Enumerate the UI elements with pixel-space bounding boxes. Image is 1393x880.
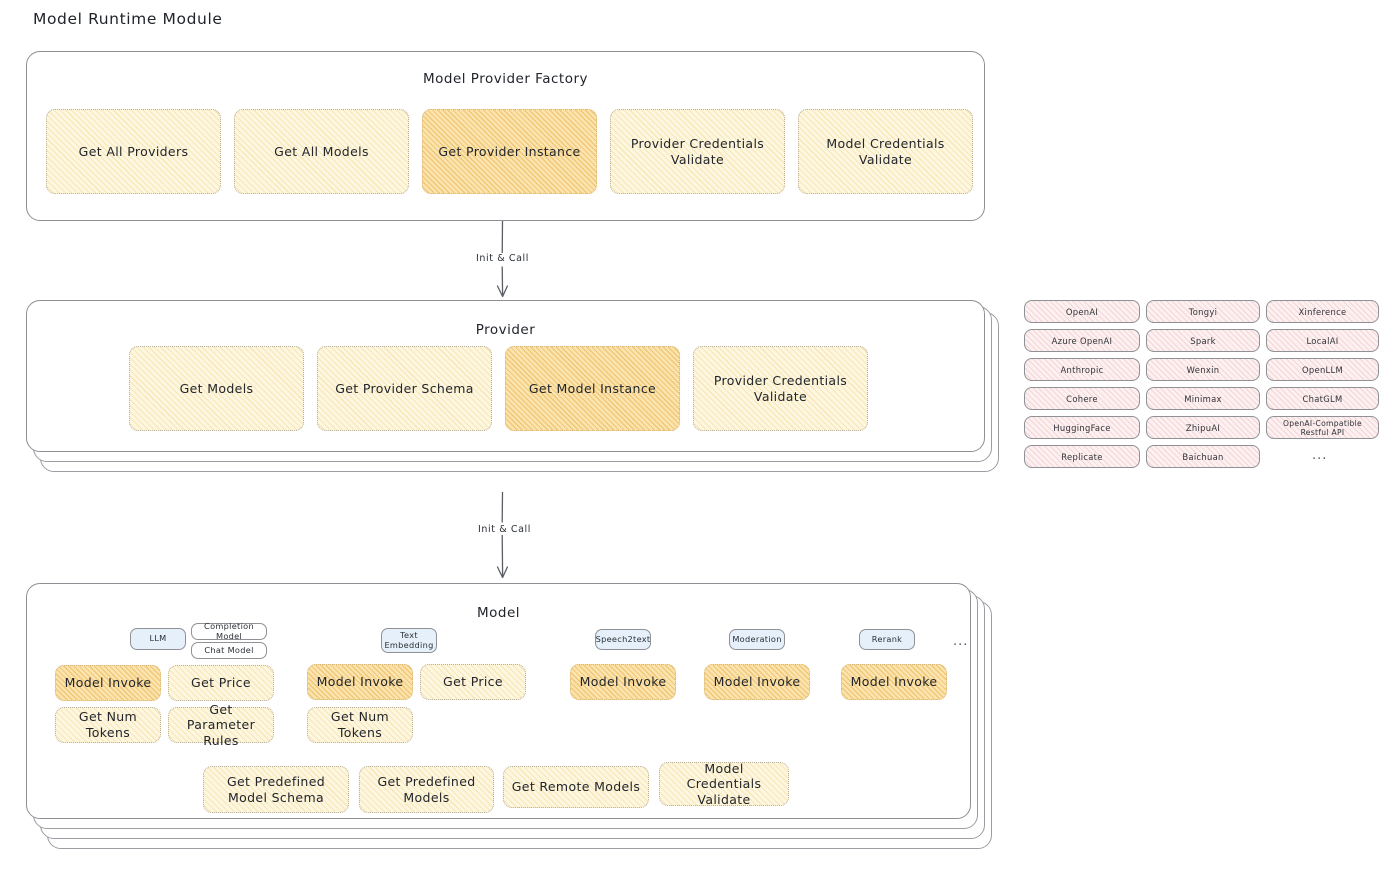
node-llm-model-invoke[interactable]: Model Invoke — [55, 665, 161, 701]
node-text-embedding-get-num-tokens[interactable]: Get Num Tokens — [307, 707, 413, 743]
provider-list: OpenAI Azure OpenAI Anthropic Cohere Hug… — [1024, 300, 1379, 475]
provider-chip-huggingface[interactable]: HuggingFace — [1024, 416, 1140, 439]
provider-chip-azure-openai[interactable]: Azure OpenAI — [1024, 329, 1140, 352]
provider-title: Provider — [475, 322, 536, 338]
provider-chip-localai[interactable]: LocalAI — [1266, 329, 1379, 352]
node-provider-credentials-validate-2[interactable]: Provider Credentials Validate — [693, 346, 868, 431]
provider-chip-spark[interactable]: Spark — [1146, 329, 1260, 352]
provider-chip-wenxin[interactable]: Wenxin — [1146, 358, 1260, 381]
provider-chip-openai[interactable]: OpenAI — [1024, 300, 1140, 323]
provider-chip-replicate[interactable]: Replicate — [1024, 445, 1140, 468]
provider-chip-chatglm[interactable]: ChatGLM — [1266, 387, 1379, 410]
node-get-predefined-models[interactable]: Get Predefined Models — [359, 766, 494, 813]
provider-chip-xinference[interactable]: Xinference — [1266, 300, 1379, 323]
model-provider-factory-card: Model Provider Factory Get All Providers… — [26, 51, 985, 221]
provider-chip-tongyi[interactable]: Tongyi — [1146, 300, 1260, 323]
model-provider-factory-title: Model Provider Factory — [422, 71, 588, 87]
provider-chip-anthropic[interactable]: Anthropic — [1024, 358, 1140, 381]
node-rerank-model-invoke[interactable]: Model Invoke — [841, 664, 947, 700]
model-subtype-chip-completion-model[interactable]: Completion Model — [191, 621, 267, 640]
provider-chip-openllm[interactable]: OpenLLM — [1266, 358, 1379, 381]
provider-card: Provider Get Models Get Provider Schema … — [26, 300, 985, 452]
arrow-label-init-and-call-1: Init & Call — [473, 253, 532, 264]
model-groups-more: ... — [953, 634, 969, 649]
provider-chip-zhipuai[interactable]: ZhipuAI — [1146, 416, 1260, 439]
node-llm-get-num-tokens[interactable]: Get Num Tokens — [55, 707, 161, 743]
node-get-models[interactable]: Get Models — [129, 346, 304, 431]
model-type-chip-llm[interactable]: LLM — [130, 628, 186, 650]
page-title: Model Runtime Module — [33, 10, 223, 28]
arrow-label-init-and-call-2: Init & Call — [475, 524, 534, 535]
model-type-chip-moderation[interactable]: Moderation — [729, 629, 785, 650]
node-get-model-instance[interactable]: Get Model Instance — [505, 346, 680, 431]
provider-chip-cohere[interactable]: Cohere — [1024, 387, 1140, 410]
node-moderation-model-invoke[interactable]: Model Invoke — [704, 664, 810, 700]
arrow-provider-to-model — [496, 492, 509, 579]
model-type-chip-speech2text[interactable]: Speech2text — [595, 629, 651, 650]
model-subtype-chip-chat-model[interactable]: Chat Model — [191, 642, 267, 659]
node-get-predefined-model-schema[interactable]: Get Predefined Model Schema — [203, 766, 349, 813]
model-type-chip-text-embedding[interactable]: Text Embedding — [381, 628, 437, 653]
arrow-factory-to-provider — [496, 221, 509, 298]
node-llm-get-parameter-rules[interactable]: Get Parameter Rules — [168, 702, 274, 748]
node-get-remote-models[interactable]: Get Remote Models — [503, 766, 649, 808]
node-model-credentials-validate[interactable]: Model Credentials Validate — [798, 109, 973, 194]
node-get-provider-schema[interactable]: Get Provider Schema — [317, 346, 492, 431]
node-llm-get-price[interactable]: Get Price — [168, 665, 274, 701]
node-text-embedding-get-price[interactable]: Get Price — [420, 664, 526, 700]
provider-list-more: ... — [1312, 448, 1328, 463]
node-get-all-providers[interactable]: Get All Providers — [46, 109, 221, 194]
model-card: Model LLM Completion Model Chat Model Mo… — [26, 583, 971, 819]
model-type-chip-rerank[interactable]: Rerank — [859, 629, 915, 650]
node-provider-credentials-validate[interactable]: Provider Credentials Validate — [610, 109, 785, 194]
node-get-provider-instance[interactable]: Get Provider Instance — [422, 109, 597, 194]
provider-chip-minimax[interactable]: Minimax — [1146, 387, 1260, 410]
node-speech2text-model-invoke[interactable]: Model Invoke — [570, 664, 676, 700]
provider-chip-openai-compatible-restful-api[interactable]: OpenAI-Compatible Restful API — [1266, 416, 1379, 439]
provider-chip-baichuan[interactable]: Baichuan — [1146, 445, 1260, 468]
node-get-all-models[interactable]: Get All Models — [234, 109, 409, 194]
node-model-credentials-validate-2[interactable]: Model Credentials Validate — [659, 761, 789, 807]
node-text-embedding-model-invoke[interactable]: Model Invoke — [307, 664, 413, 700]
model-title: Model — [476, 605, 521, 621]
